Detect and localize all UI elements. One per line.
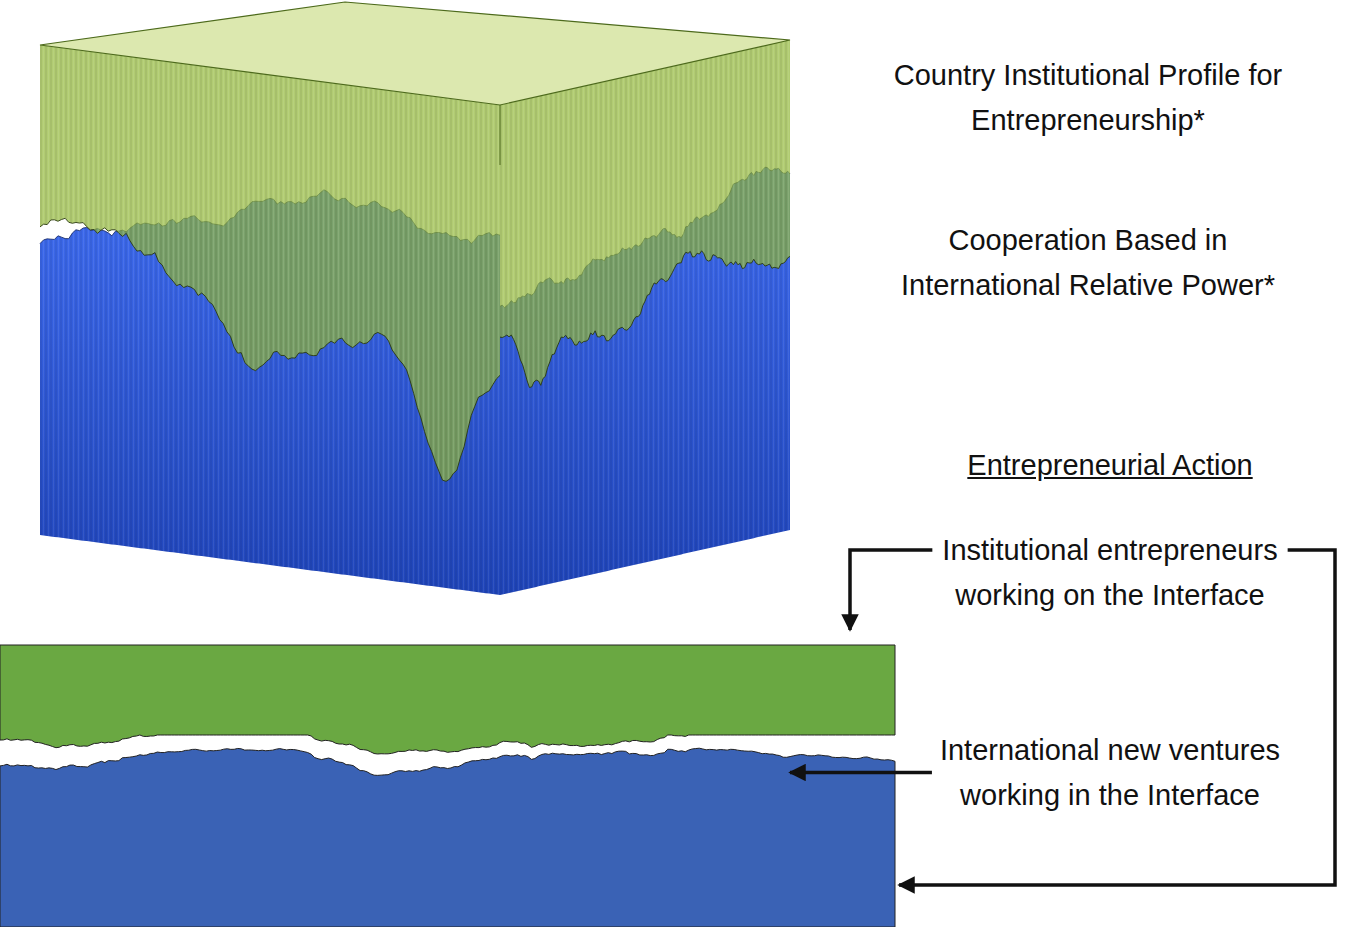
green-layer xyxy=(40,45,500,481)
right-face xyxy=(500,40,790,595)
green-ridge xyxy=(40,218,500,481)
interface-gap xyxy=(0,645,895,927)
green-band xyxy=(0,645,895,754)
annotation-label: International new ventures working in th… xyxy=(890,728,1330,818)
on-interface-arrow xyxy=(850,550,932,630)
annotation-label: Country Institutional Profile for Entrep… xyxy=(868,53,1308,143)
annotation-label: Institutional entrepreneurs working on t… xyxy=(890,528,1330,618)
cross-section xyxy=(0,645,895,927)
blue-band xyxy=(0,748,895,927)
front-edge xyxy=(500,105,501,165)
section-heading: Entrepreneurial Action xyxy=(890,443,1330,488)
top-face xyxy=(40,2,790,105)
left-face xyxy=(40,45,500,595)
green-texture xyxy=(40,45,500,481)
layered-block xyxy=(40,2,790,595)
in-interface-arrow xyxy=(790,771,932,775)
green-ridge xyxy=(500,251,790,388)
annotation-label: Cooperation Based in International Relat… xyxy=(868,218,1308,308)
